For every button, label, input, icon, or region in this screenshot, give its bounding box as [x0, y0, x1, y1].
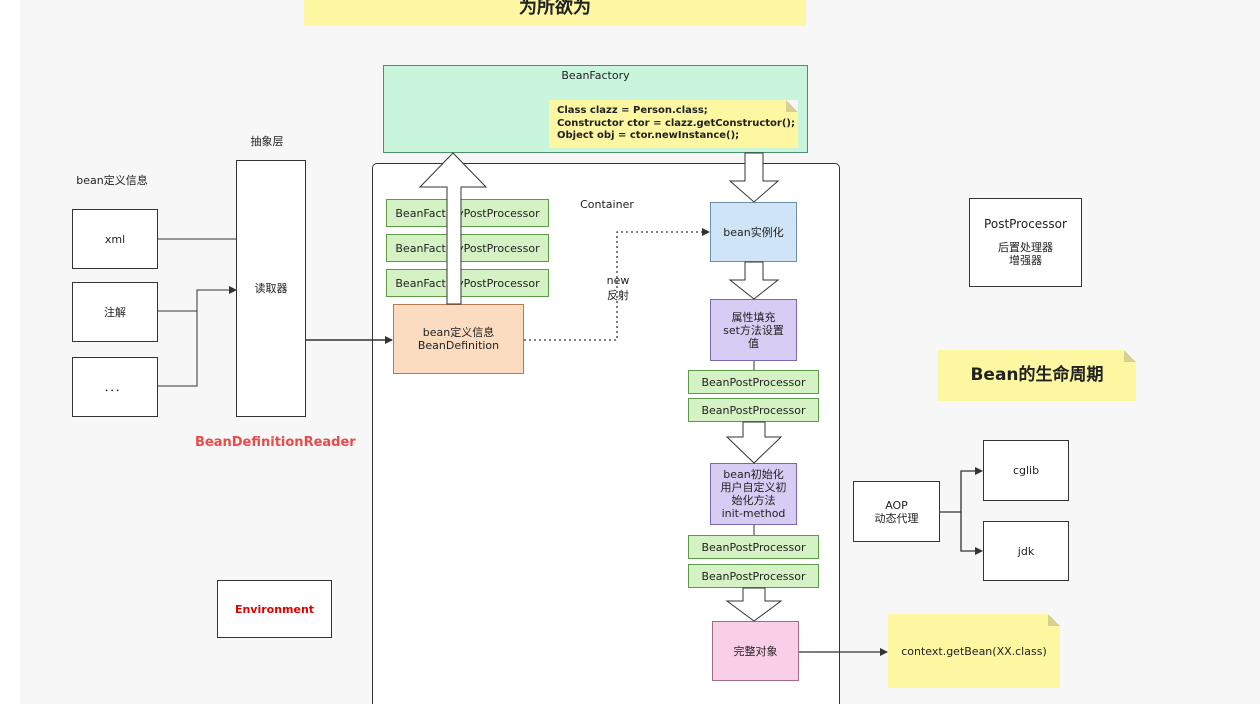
bean-init-label: bean初始化 用户自定义初 始化方法 init-method: [720, 468, 787, 520]
xml-box: xml: [72, 209, 158, 269]
lifecycle-title: Bean的生命周期: [970, 365, 1104, 385]
xml-label: xml: [104, 232, 126, 246]
get-bean-note-fold: [1048, 614, 1060, 626]
reader-label: 读取器: [254, 282, 288, 295]
environment-label: Environment: [234, 602, 315, 616]
bfpp-label: BeanFactoryPostProcessor: [395, 276, 540, 290]
cglib-label: cglib: [1012, 464, 1040, 477]
bpp-label: BeanPostProcessor: [701, 403, 806, 417]
complete-object-box: 完整对象: [712, 621, 799, 681]
bpp-label: BeanPostProcessor: [701, 375, 806, 389]
bean-instantiate-label: bean实例化: [723, 225, 784, 239]
ellipsis-box: ．．．: [72, 357, 158, 417]
environment-box: Environment: [217, 580, 332, 638]
bean-post-processor: BeanPostProcessor: [688, 398, 819, 422]
jdk-label: jdk: [1017, 544, 1035, 558]
get-bean-label: context.getBean(XX.class): [901, 644, 1047, 658]
new-reflect-label: new 反射: [596, 274, 640, 303]
bpp-label: BeanPostProcessor: [701, 569, 806, 583]
post-processor-desc: 后置处理器 增强器: [998, 241, 1053, 267]
ellipsis-label: ．．．: [104, 380, 126, 394]
aop-box: AOP 动态代理: [853, 481, 940, 542]
annotation-label: 注解: [104, 305, 126, 319]
code-note-fold: [786, 100, 798, 112]
container-label: Container: [580, 198, 634, 211]
top-banner: 为所欲为: [304, 0, 806, 26]
bean-definition-reader-caption: BeanDefinitionReader: [195, 435, 356, 450]
aop-title: AOP: [885, 498, 908, 512]
bean-instantiate-box: bean实例化: [710, 202, 797, 262]
cglib-box: cglib: [983, 440, 1069, 501]
bean-factory-code-note: Class clazz = Person.class; Constructor …: [549, 100, 798, 148]
bean-init-box: bean初始化 用户自定义初 始化方法 init-method: [710, 463, 797, 525]
bfpp-label: BeanFactoryPostProcessor: [395, 241, 540, 255]
get-bean-note: context.getBean(XX.class): [888, 614, 1060, 688]
bean-def-info-label: bean定义信息: [76, 174, 148, 187]
bean-factory-post-processor: BeanFactoryPostProcessor: [386, 199, 549, 227]
post-processor-title: PostProcessor: [984, 217, 1067, 231]
bean-definition-label: bean定义信息 BeanDefinition: [417, 326, 500, 352]
lifecycle-title-note: Bean的生命周期: [938, 350, 1136, 401]
aop-desc: 动态代理: [874, 511, 919, 525]
bean-factory-post-processor: BeanFactoryPostProcessor: [386, 234, 549, 262]
bean-definition-box: bean定义信息 BeanDefinition: [393, 304, 524, 374]
property-populate-box: 属性填充 set方法设置 值: [710, 299, 797, 361]
complete-object-label: 完整对象: [733, 644, 778, 658]
top-banner-text: 为所欲为: [519, 0, 591, 18]
reader-box: 读取器: [236, 160, 306, 417]
bean-post-processor: BeanPostProcessor: [688, 564, 819, 588]
lifecycle-note-fold: [1124, 350, 1136, 362]
bean-post-processor: BeanPostProcessor: [688, 535, 819, 559]
abstraction-layer-label: 抽象层: [250, 135, 284, 148]
bean-factory-title: BeanFactory: [561, 69, 630, 82]
bfpp-label: BeanFactoryPostProcessor: [395, 206, 540, 220]
property-populate-label: 属性填充 set方法设置 值: [723, 310, 784, 350]
bean-factory-post-processor: BeanFactoryPostProcessor: [386, 269, 549, 297]
annotation-box: 注解: [72, 282, 158, 342]
bpp-label: BeanPostProcessor: [701, 540, 806, 554]
post-processor-box: PostProcessor 后置处理器 增强器: [969, 198, 1082, 287]
jdk-box: jdk: [983, 521, 1069, 581]
bean-post-processor: BeanPostProcessor: [688, 370, 819, 394]
